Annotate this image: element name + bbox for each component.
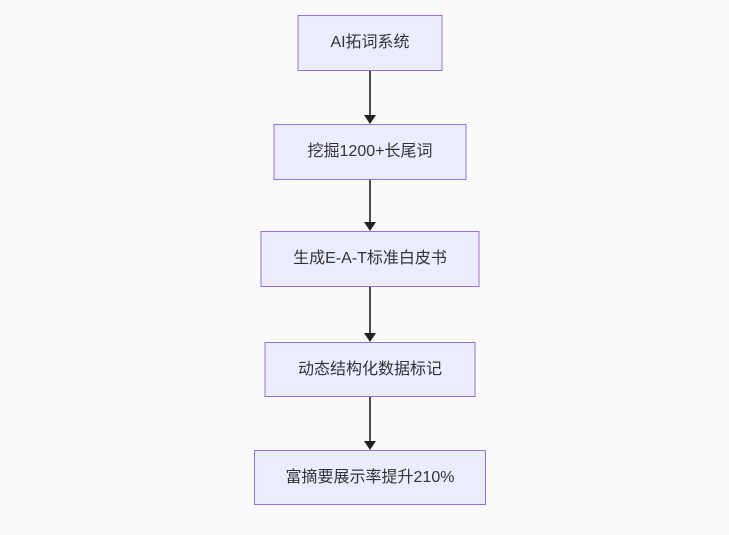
edge-line (369, 397, 371, 441)
arrow-down-icon (364, 333, 376, 342)
node-label: AI拓词系统 (330, 34, 410, 52)
arrow-down-icon (364, 115, 376, 124)
node-label: 生成E-A-T标准白皮书 (293, 250, 447, 268)
flowchart-node-longtail-keywords: 挖掘1200+长尾词 (273, 124, 467, 180)
arrow-down-icon (364, 222, 376, 231)
flowchart-node-rich-snippet-rate: 富摘要展示率提升210% (254, 450, 486, 505)
flowchart-edge-1 (363, 71, 377, 124)
flowchart-node-structured-data-markup: 动态结构化数据标记 (264, 342, 476, 397)
node-label: 动态结构化数据标记 (297, 360, 442, 378)
node-label: 富摘要展示率提升210% (285, 468, 455, 486)
flowchart-edge-4 (363, 397, 377, 450)
edge-line (369, 287, 371, 333)
node-label: 挖掘1200+长尾词 (307, 143, 433, 161)
flowchart-edge-3 (363, 287, 377, 342)
edge-line (369, 180, 371, 222)
flowchart-node-eat-whitepaper: 生成E-A-T标准白皮书 (260, 231, 480, 287)
flowchart-edge-2 (363, 180, 377, 231)
edge-line (369, 71, 371, 115)
arrow-down-icon (364, 441, 376, 450)
flowchart-node-ai-keyword-system: AI拓词系统 (297, 15, 443, 71)
